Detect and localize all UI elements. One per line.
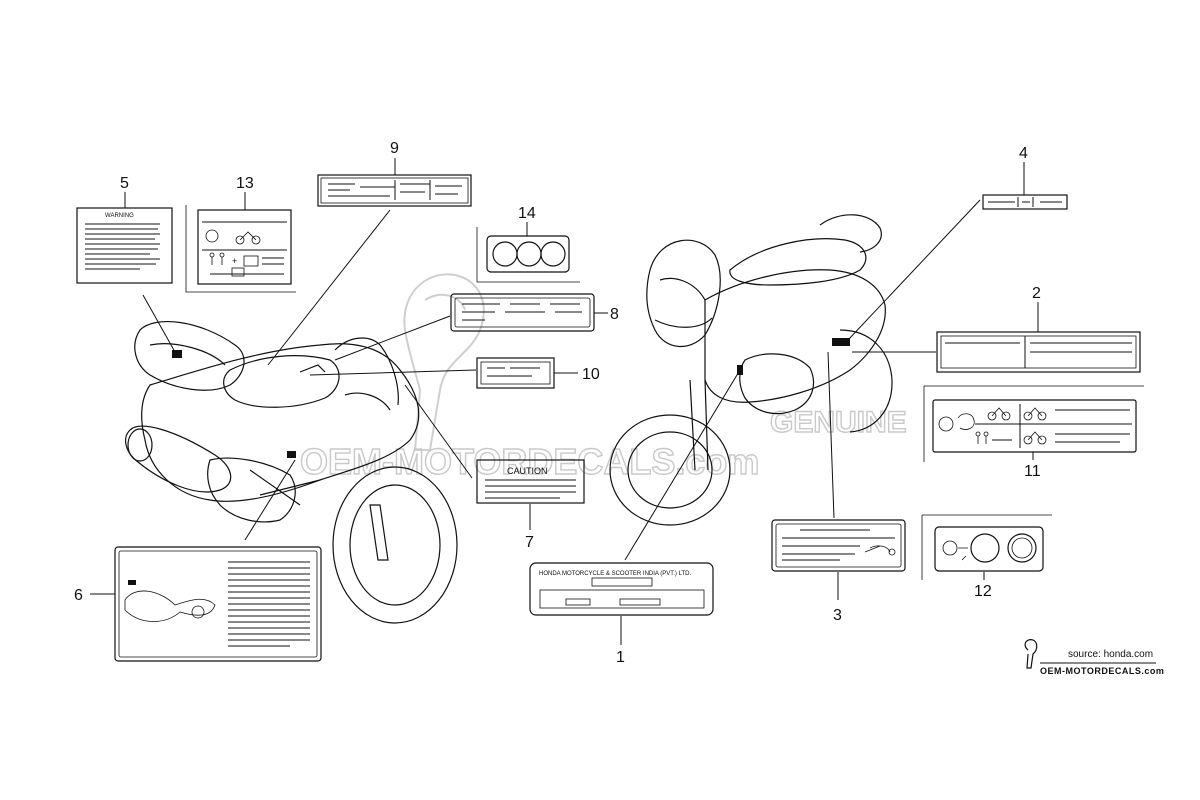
source-site: OEM-MOTORDECALS.com: [1040, 666, 1164, 676]
source-line: source: honda.com: [1068, 649, 1153, 660]
watermark-helmet-icon: [403, 273, 485, 451]
callout-1: 1: [616, 649, 625, 666]
callout-12: 12: [974, 583, 992, 600]
watermark: GENUINE OEM-MOTORDECALS.com: [299, 273, 907, 483]
left-motorcycle-illustration: [124, 320, 458, 624]
group-bracket-12: [921, 514, 1052, 580]
callout-4: 4: [1019, 145, 1028, 162]
callout-3: 3: [833, 607, 842, 624]
decal-4-small-strip: [982, 194, 1068, 210]
decal-14-circle-label: [486, 235, 570, 273]
decal-11-symbol-label: [932, 399, 1137, 453]
decal-5-warning-label: WARNING: [76, 207, 173, 284]
leader-lines: [90, 158, 1039, 645]
motorcycle-icon: [235, 231, 261, 245]
callout-14: 14: [518, 205, 536, 222]
callout-numbers: 1 2 3 4 5 6 7 8 9 10 11 12 13 14: [74, 140, 1041, 666]
callout-8: 8: [610, 306, 619, 323]
decal-8-strip-label: [450, 293, 595, 332]
decal-13-symbol-label: +: [197, 209, 292, 285]
watermark-site: OEM-MOTORDECALS.com: [300, 441, 759, 482]
source-credit: source: honda.com OEM-MOTORDECALS.com: [1024, 639, 1164, 676]
plate-text: HONDA MOTORCYCLE & SCOOTER INDIA (PVT.) …: [539, 571, 691, 577]
group-bracket-11: [923, 385, 1144, 462]
callout-13: 13: [236, 175, 254, 192]
decal-9-strip-label: [317, 174, 472, 207]
right-motorcycle-illustration: [609, 214, 893, 526]
callout-11: 11: [1024, 463, 1041, 480]
decal-7-caution-label: CAUTION: [476, 459, 585, 504]
caution-text: CAUTION: [507, 466, 548, 476]
brand-logo-icon: [1024, 639, 1038, 669]
callout-5: 5: [120, 175, 129, 192]
decal-12-label: [934, 526, 1044, 572]
callout-2: 2: [1032, 285, 1041, 302]
svg-text:+: +: [232, 256, 237, 266]
motorcycle-icon-c: [1023, 431, 1047, 445]
group-bracket-5-13: [185, 205, 296, 293]
decal-6-diagram-label: [114, 546, 322, 662]
decal-3-label: [771, 519, 906, 572]
warning-text: WARNING: [105, 213, 134, 219]
decal-1-honda-plate: HONDA MOTORCYCLE & SCOOTER INDIA (PVT.) …: [529, 562, 714, 616]
callout-7: 7: [525, 534, 534, 551]
decal-10-label: [476, 357, 555, 389]
decal-2-label: [936, 331, 1141, 373]
group-bracket-14: [476, 227, 580, 283]
callout-10: 10: [582, 366, 600, 383]
motorcycle-icon-b: [1023, 407, 1047, 421]
callout-6: 6: [74, 587, 83, 604]
persons-icon: [209, 252, 225, 265]
callout-9: 9: [390, 140, 399, 157]
watermark-genuine: GENUINE: [770, 406, 907, 439]
persons-icon-b: [975, 431, 989, 444]
motorcycle-icon-a: [987, 407, 1011, 421]
